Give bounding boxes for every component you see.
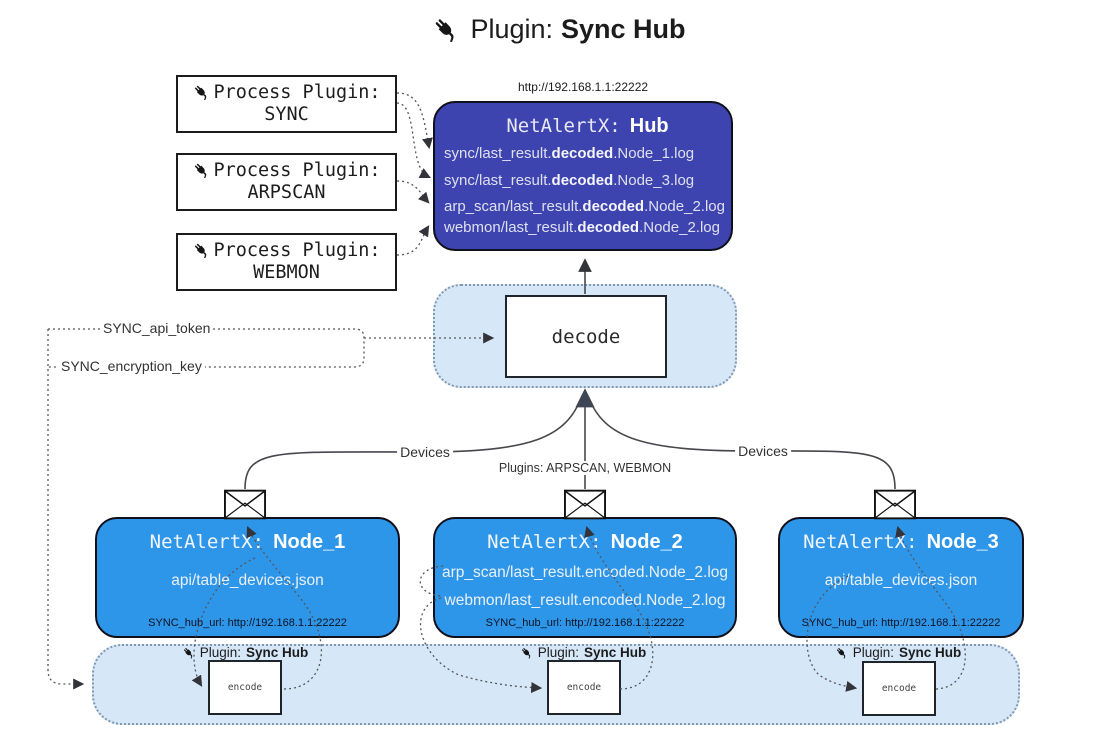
plug-icon <box>195 163 207 179</box>
encode-box-1: encode <box>208 660 282 715</box>
envelope-icon <box>564 489 606 520</box>
encode-box-2: encode <box>547 660 621 715</box>
process-plugin-webmon-box: Process Plugin: WEBMON <box>176 233 397 291</box>
sync-api-token-label: SYNC_api_token <box>100 320 214 336</box>
plug-icon <box>183 647 193 659</box>
node-3-hub-url: SYNC_hub_url: http://192.168.1.1:22222 <box>801 617 1001 629</box>
process-plugin-name: ARPSCAN <box>247 182 326 203</box>
node-1-title: NetAlertX:Node_1 <box>149 531 346 553</box>
node-2-hub-url: SYNC_hub_url: http://192.168.1.1:22222 <box>485 617 685 629</box>
plug-icon <box>836 647 846 659</box>
hub-box: NetAlertX: Hub sync/last_result.decoded.N… <box>433 101 733 251</box>
node-1-hub-url: SYNC_hub_url: http://192.168.1.1:22222 <box>148 617 347 629</box>
envelope-icon <box>874 489 916 520</box>
hub-title: NetAlertX: Hub <box>444 114 731 138</box>
page-title: Plugin:Sync Hub <box>0 14 1117 45</box>
plug-icon <box>195 243 207 259</box>
process-plugin-arpscan-label: Process Plugin: <box>178 160 395 181</box>
node-3-title: NetAlertX:Node_3 <box>803 531 999 553</box>
node-3-file: api/table_devices.json <box>824 572 978 589</box>
process-plugin-webmon-label: Process Plugin: <box>178 240 395 261</box>
page-title-text: Plugin:Sync Hub <box>470 14 685 45</box>
node-1-box: NetAlertX:Node_1 api/table_devices.json … <box>95 517 400 638</box>
edge-label-devices-left: Devices <box>397 444 453 460</box>
hub-log-line: sync/last_result.decoded.Node_3.log <box>444 172 695 189</box>
sync-encryption-key-label: SYNC_encryption_key <box>58 358 205 374</box>
encode-plugin-label-1: Plugin:Sync Hub <box>182 645 308 660</box>
envelope-icon <box>224 489 266 520</box>
process-plugin-name: SYNC <box>264 104 309 125</box>
title-name: Sync Hub <box>561 14 686 44</box>
plug-icon <box>195 85 207 101</box>
node-2-box: NetAlertX:Node_2 arp_scan/last_result.en… <box>433 517 737 638</box>
plug-icon <box>436 18 454 42</box>
process-plugin-name: WEBMON <box>253 262 320 283</box>
process-plugin-arpscan-box: Process Plugin: ARPSCAN <box>176 153 397 211</box>
plug-icon <box>521 647 531 659</box>
hub-log-line: arp_scan/last_result.decoded.Node_2.log <box>444 198 725 215</box>
decode-box: decode <box>505 295 667 378</box>
encode-plugin-label-2: Plugin:Sync Hub <box>520 645 646 660</box>
hub-log-line: webmon/last_result.decoded.Node_2.log <box>444 219 720 236</box>
encode-plugin-label-3: Plugin:Sync Hub <box>835 645 961 660</box>
node-1-file: api/table_devices.json <box>171 572 324 589</box>
process-plugin-sync-label: Process Plugin: <box>178 82 395 103</box>
hub-title-name: Hub <box>629 115 669 137</box>
encode-box-3: encode <box>862 661 936 716</box>
title-prefix: Plugin: <box>470 14 554 44</box>
edge-sync-to-hub-log1 <box>396 92 433 150</box>
hub-url-label: http://192.168.1.1:22222 <box>517 80 649 94</box>
node-3-box: NetAlertX:Node_3 api/table_devices.json … <box>778 517 1024 638</box>
edge-arpscan-to-hub-log3 <box>396 180 430 204</box>
hub-log-line: sync/last_result.decoded.Node_1.log <box>444 145 695 162</box>
edge-webmon-to-hub-log4 <box>396 225 430 256</box>
edge-label-plugins-center: Plugins: ARPSCAN, WEBMON <box>495 461 675 475</box>
process-plugin-label: Process Plugin: <box>213 160 381 181</box>
edge-sync-to-hub-log2 <box>396 102 431 178</box>
process-plugin-label: Process Plugin: <box>213 240 381 261</box>
edge-secrets-to-encode-panel <box>47 329 85 690</box>
node-2-file: arp_scan/last_result.encoded.Node_2.log <box>441 564 729 581</box>
edge-label-devices-right: Devices <box>735 443 791 459</box>
process-plugin-label: Process Plugin: <box>213 82 381 103</box>
process-plugin-sync-box: Process Plugin: SYNC <box>176 75 397 133</box>
node-2-file: webmon/last_result.encoded.Node_2.log <box>444 592 726 609</box>
edge-node1-to-decode <box>244 395 583 490</box>
node-2-title: NetAlertX:Node_2 <box>487 531 683 553</box>
hub-title-prefix: NetAlertX: <box>506 115 621 137</box>
